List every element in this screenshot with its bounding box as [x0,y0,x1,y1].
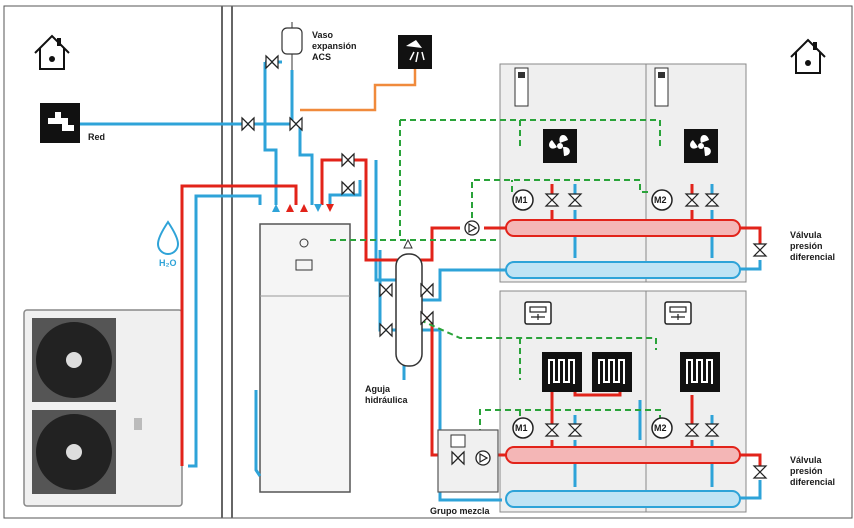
expansion-vessel-icon [281,22,303,70]
valve-icon [289,117,303,131]
radiant-floor-icon [541,351,583,393]
valve-icon [341,153,355,167]
differential-valve-icon [753,243,767,257]
motor-label-m2-top: M2 [654,195,667,205]
dhw-pipe [300,69,417,112]
motor-label-m1-bottom: M1 [515,423,528,433]
tank-port-arrows [272,204,334,212]
mains-water-label: Red [88,132,106,142]
differential-valve-label-bottom: Válvula presión diferencial [790,455,836,487]
valve-icon [241,117,255,131]
mixing-group-label: Grupo mezcla [430,506,490,516]
indoor-tank-unit [254,223,351,493]
valve-icon [420,283,434,297]
radiant-floor-icon [591,351,633,393]
shower-icon [398,35,432,69]
motor-icon [512,189,673,439]
valve-icon [420,311,434,325]
diagram-border [3,5,853,519]
motor-label-m2-bottom: M2 [654,423,667,433]
manifold-hot-top [505,219,741,237]
manifold-hot-bottom [505,446,741,464]
manifold-cold-top [505,261,741,279]
motor-label-m1-top: M1 [515,195,528,205]
thermostat-icon [664,301,692,325]
expansion-vessel-label: Vaso expansión ACS [312,30,357,62]
valve-icon [265,55,279,69]
zone-panel-bottom [499,290,747,513]
hydraulic-needle-label: Aguja hidráulica [365,384,408,405]
mixing-group-thermostat [450,434,466,448]
tap-icon [40,103,80,143]
hydraulic-needle [395,253,423,367]
differential-valve-icon [753,465,767,479]
pump-icon [475,450,491,466]
radiant-floor-icon [679,351,721,393]
outdoor-heat-pump-unit [23,309,183,507]
manifold-cold-bottom [505,490,741,508]
water-label: H₂O [159,258,177,268]
valve-icon [341,181,355,195]
water-drop-icon [156,220,180,255]
valve-icon [379,323,393,337]
house-icon [34,35,70,70]
pump-icon [464,220,480,236]
thermostat-icon [524,301,552,325]
zone-panel-top [499,63,747,283]
control-lines [330,119,661,455]
fan-icon [543,129,577,163]
fan-icon [684,129,718,163]
valve-icon [379,283,393,297]
differential-valve-label-top: Válvula presión diferencial [790,230,836,262]
house-icon [790,39,826,74]
